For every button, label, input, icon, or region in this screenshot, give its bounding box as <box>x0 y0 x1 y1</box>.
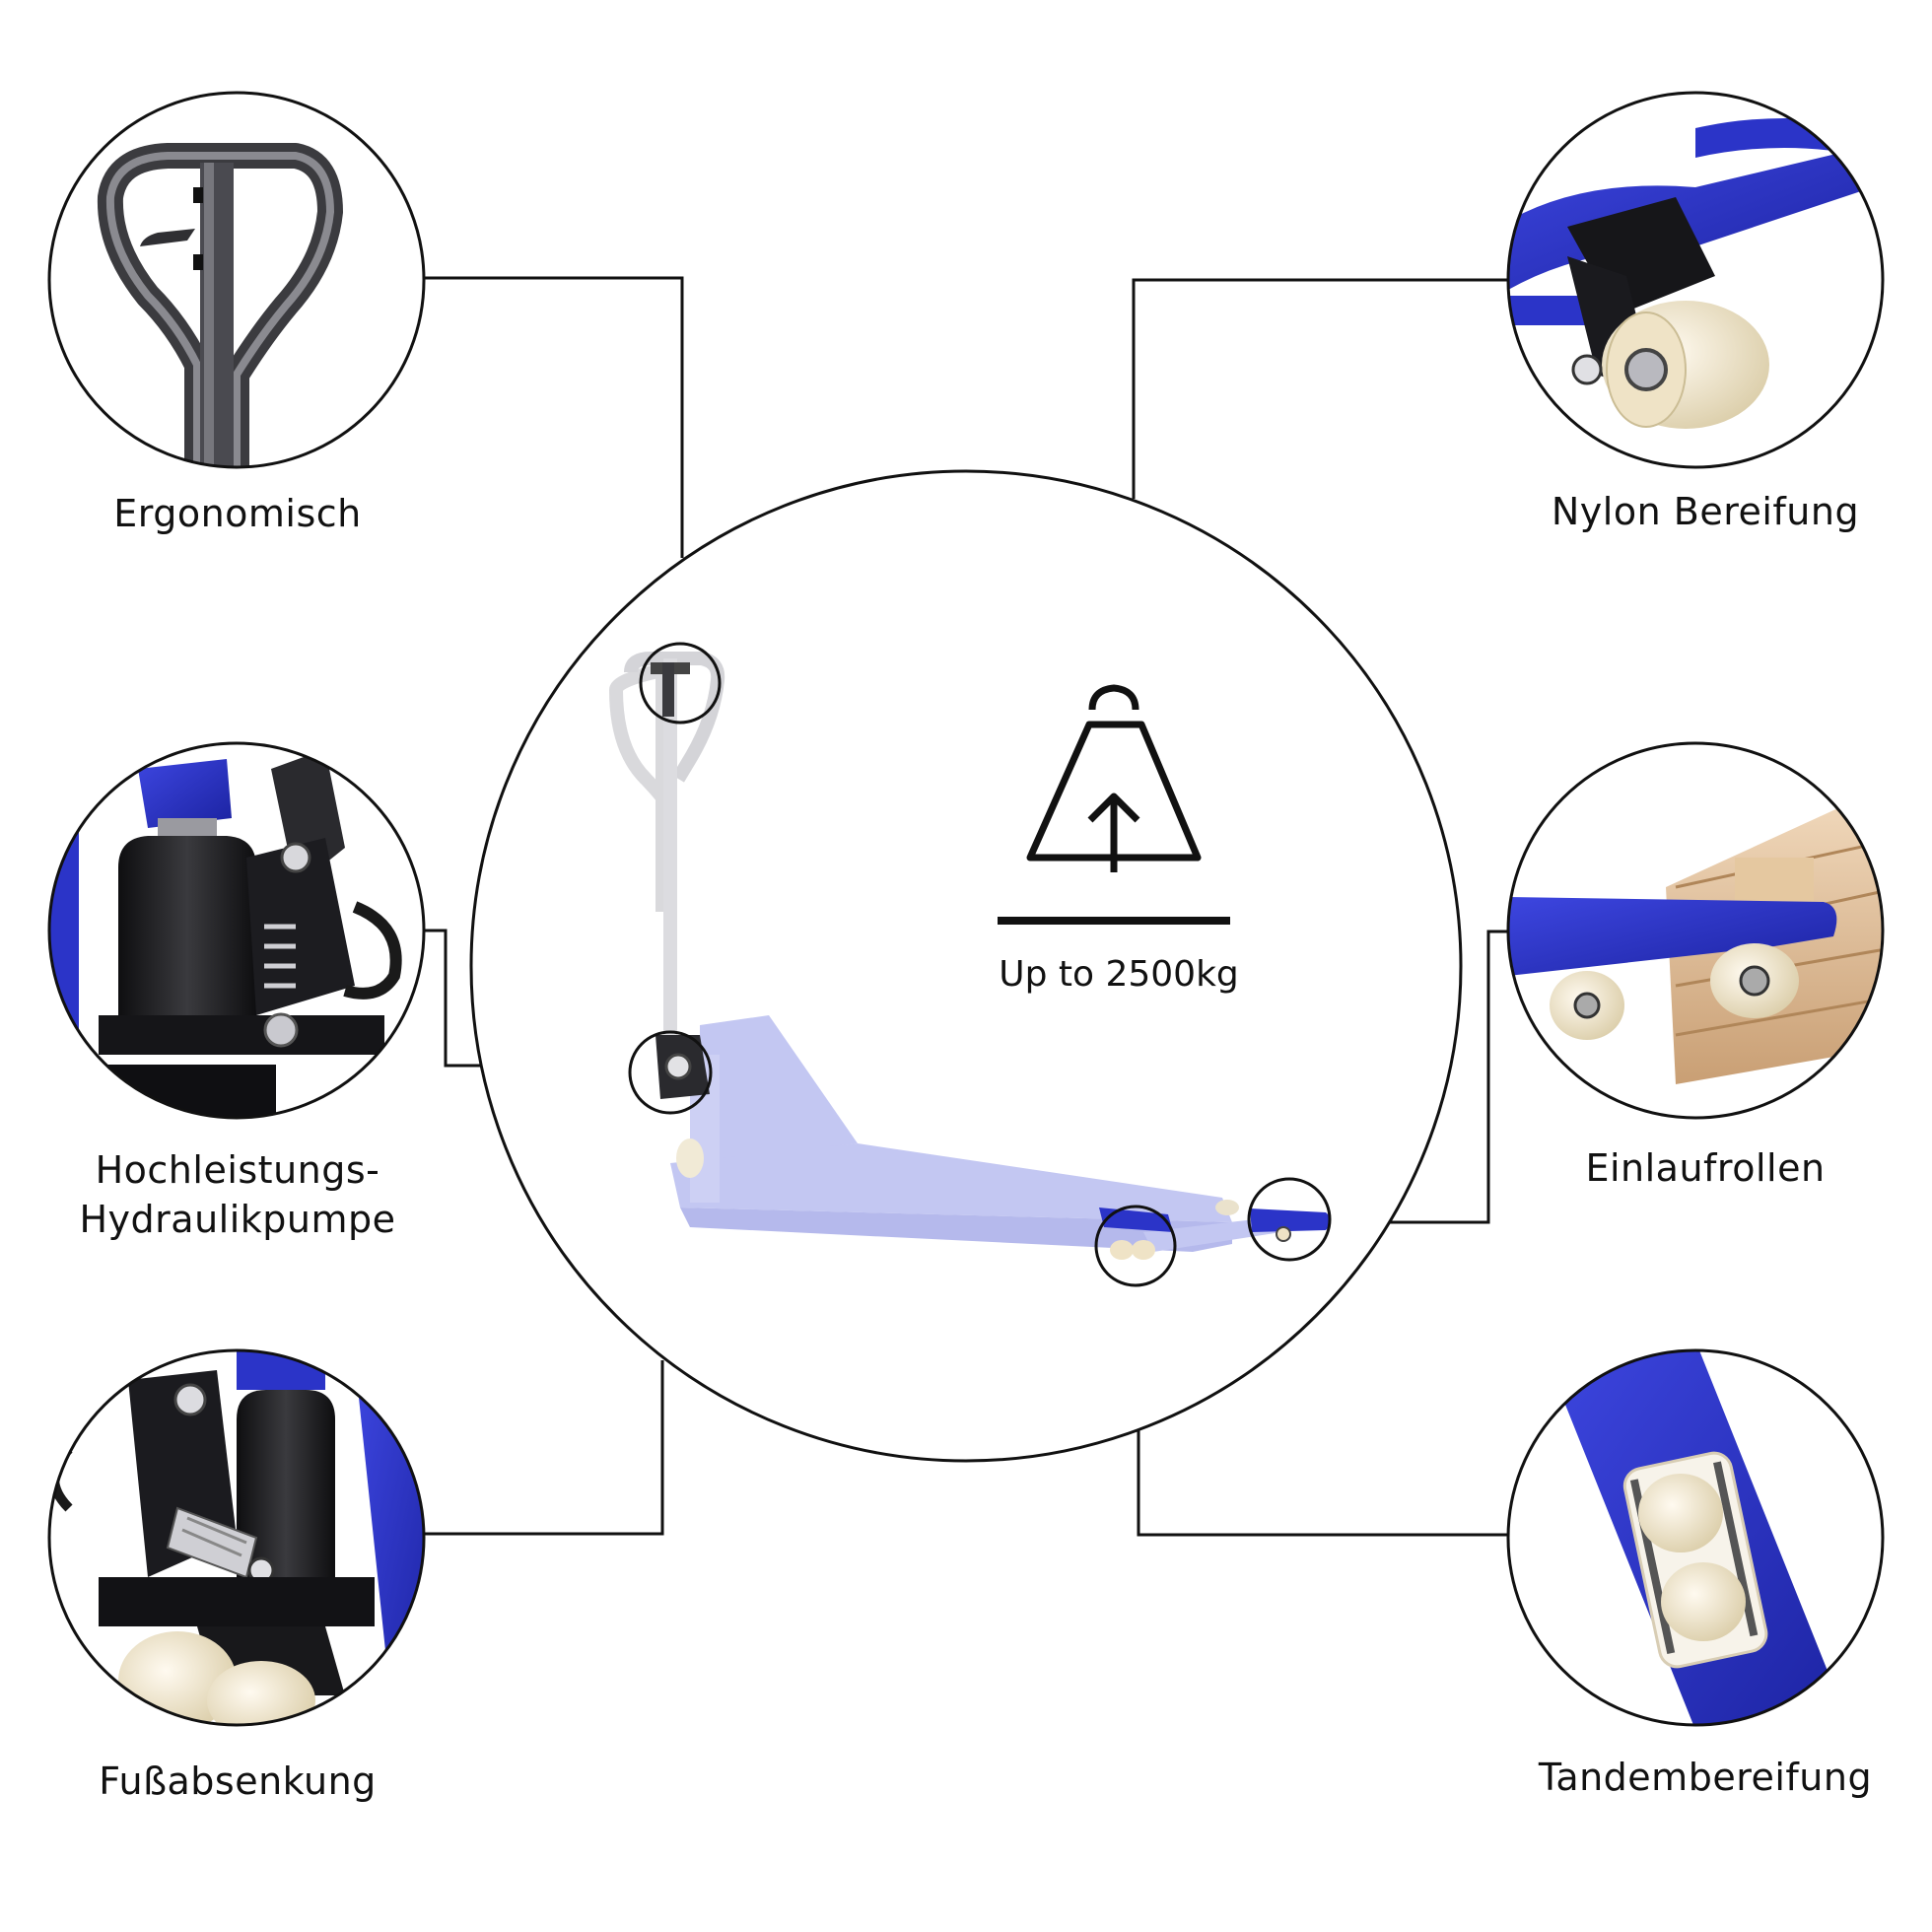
label-einlaufrollen-text: Einlaufrollen <box>1585 1146 1826 1190</box>
zoom-markers <box>628 642 1332 1287</box>
foot-release-icon <box>47 1348 426 1727</box>
label-hydraulikpumpe-line1: Hochleistungs- <box>95 1148 380 1192</box>
zoom-marker-entry <box>1247 1177 1332 1262</box>
label-hydraulikpumpe: Hochleistungs- Hydraulikpumpe <box>0 1145 494 1244</box>
capacity-text: Up to 2500kg <box>999 954 1239 995</box>
center-panel <box>469 469 1463 1463</box>
pallet-truck-icon <box>608 652 1281 1252</box>
handle-icon <box>47 91 426 469</box>
label-fussabsenkung: Fußabsenkung <box>0 1757 494 1806</box>
label-tandembereifung: Tandembereifung <box>1449 1753 1932 1802</box>
connector-nylon <box>1132 278 1508 499</box>
tandem-wheel-icon <box>1506 1348 1885 1727</box>
connector-fussabsenkung <box>425 1360 664 1536</box>
entry-roller-icon <box>1506 741 1885 1120</box>
nylon-wheel-icon <box>1506 91 1885 469</box>
label-ergonomisch-text: Ergonomisch <box>113 492 362 535</box>
label-nylon-bereifung: Nylon Bereifung <box>1449 487 1932 536</box>
label-ergonomisch: Ergonomisch <box>0 489 494 538</box>
label-einlaufrollen: Einlaufrollen <box>1449 1143 1932 1193</box>
zoom-marker-pump <box>628 1030 713 1115</box>
hydraulic-pump-icon <box>47 741 426 1120</box>
connector-ergonomisch <box>425 276 684 558</box>
zoom-marker-tandem <box>1094 1205 1177 1287</box>
connector-tandem <box>1137 1429 1508 1537</box>
connector-einlaufrollen <box>1386 930 1508 1224</box>
label-fussabsenkung-text: Fußabsenkung <box>99 1760 377 1803</box>
label-hydraulikpumpe-line2: Hydraulikpumpe <box>79 1198 396 1241</box>
connector-hydraulikpumpe <box>425 929 480 1068</box>
zoom-marker-handle <box>639 642 722 724</box>
label-tandembereifung-text: Tandembereifung <box>1538 1756 1873 1799</box>
label-nylon-bereifung-text: Nylon Bereifung <box>1551 490 1860 533</box>
weight-lift-icon <box>998 684 1230 925</box>
connector-lines <box>425 276 1508 1537</box>
